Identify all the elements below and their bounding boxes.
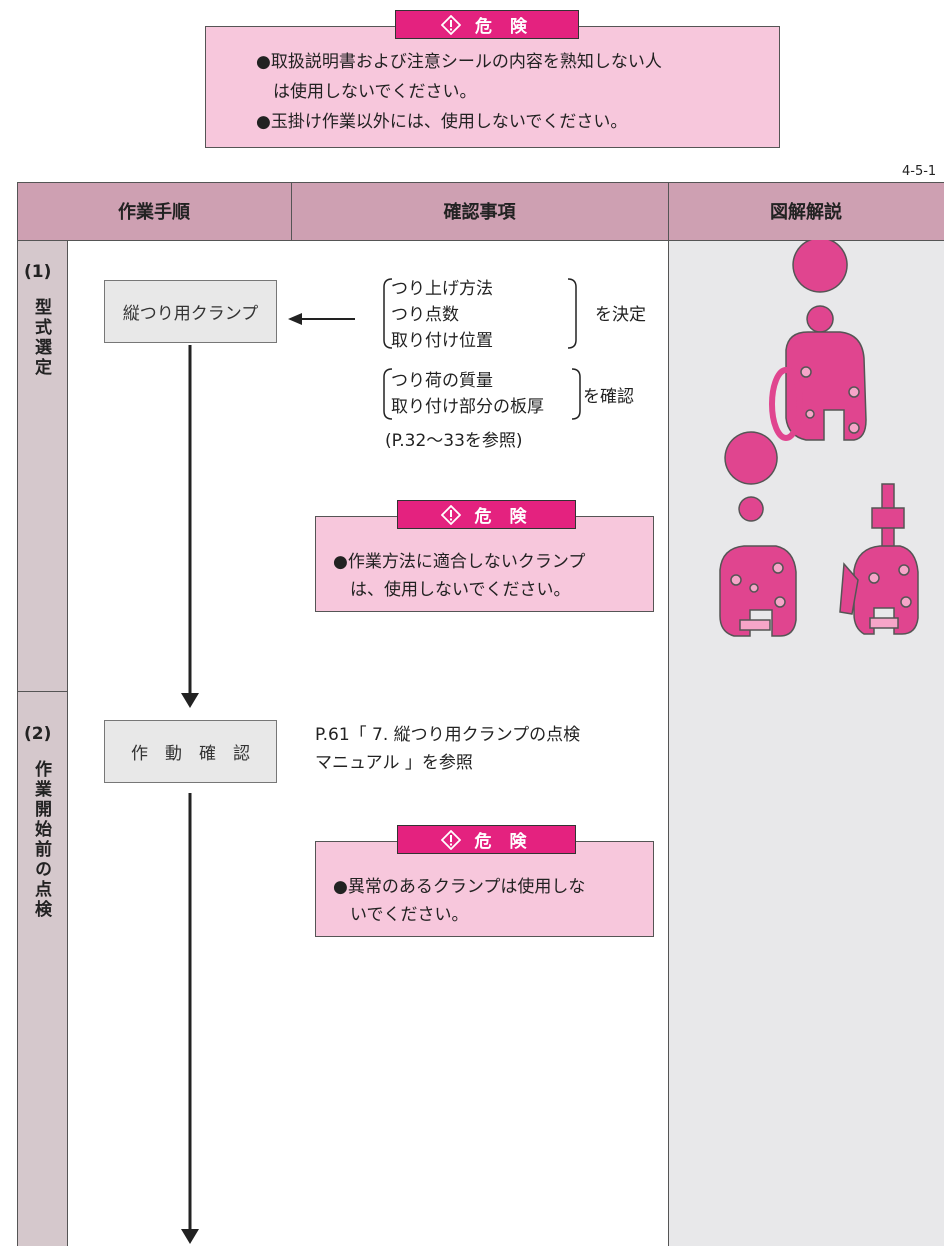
clamp-illustration-2 (719, 431, 797, 637)
step2-warning-line-2: いでください。 (333, 905, 469, 925)
step2-warning-line-1: ●異常のあるクランプは使用しな (333, 877, 586, 897)
header-procedure: 作業手順 (17, 182, 291, 240)
bracket-1-left (383, 278, 393, 349)
clamp-illustration-1 (769, 240, 867, 441)
group2-suffix: を確認 (583, 387, 634, 407)
step2-warning-badge: 危 険 (397, 825, 576, 854)
left-arrow-head (288, 313, 302, 325)
top-warning-line-1: ●取扱説明書および注意シールの内容を熟知しない人 (256, 52, 662, 72)
bracket-2-right (571, 368, 581, 420)
group1-item-3: 取り付け位置 (391, 331, 493, 351)
top-warning-badge-text: 危 険 (475, 17, 533, 37)
top-warning-box (205, 26, 780, 148)
group2-item-1: つり荷の質量 (391, 371, 493, 391)
page-number: 4-5-1 (902, 164, 937, 179)
clamp-illustrations (719, 240, 919, 637)
step1-title: 型式選定 (31, 298, 51, 378)
group1-item-1: つり上げ方法 (391, 279, 493, 299)
header-check-items: 確認事項 (291, 182, 668, 240)
group1-suffix: を決定 (595, 305, 646, 325)
step1-warning-line-1: ●作業方法に適合しないクランプ (333, 552, 586, 572)
step-divider-line (17, 691, 67, 692)
step1-warning-badge-text: 危 険 (474, 507, 533, 527)
step-column-line (67, 240, 68, 1246)
step1-warning-badge: 危 険 (397, 500, 576, 529)
down-arrow-2-head (181, 1229, 199, 1244)
header-bottom-line (17, 240, 944, 241)
down-arrow-1-head (181, 693, 199, 708)
step2-ref-line-2: マニュアル 」を参照 (315, 753, 473, 773)
clamp-illustration-3 (839, 483, 919, 635)
group2-item-2: 取り付け部分の板厚 (391, 397, 544, 417)
header-divider-1 (291, 182, 292, 240)
warning-diamond-icon (440, 829, 461, 850)
warning-diamond-icon (441, 14, 462, 35)
table-left-line (17, 182, 18, 1246)
step2-warning-box (315, 841, 654, 937)
step1-number: (1) (24, 262, 52, 282)
top-warning-badge: 危 険 (395, 10, 579, 39)
step1-reference: (P.32〜33を参照) (385, 431, 523, 451)
step2-number: (2) (24, 724, 52, 744)
top-warning-line-2: は使用しないでください。 (256, 82, 477, 102)
step2-ref-line-1: P.61「 7. 縦つり用クランプの点検 (315, 725, 581, 745)
step1-process-label: 縦つり用クランプ (122, 304, 259, 324)
step2-process-box: 作 動 確 認 (104, 720, 277, 783)
step2-warning-badge-text: 危 険 (474, 832, 533, 852)
step1-process-box: 縦つり用クランプ (104, 280, 277, 343)
group1-item-2: つり点数 (391, 305, 459, 325)
bracket-1-right (567, 278, 577, 349)
bracket-2-left (383, 368, 393, 420)
top-warning-line-3: ●玉掛け作業以外には、使用しないでください。 (256, 112, 628, 132)
step2-process-label: 作 動 確 認 (131, 744, 250, 764)
step1-warning-box (315, 516, 654, 612)
step1-warning-line-2: は、使用しないでください。 (333, 580, 571, 600)
header-illustration: 図解解説 (668, 182, 944, 240)
left-column-bg (17, 240, 67, 1246)
table-top-line (17, 182, 944, 183)
step2-title: 作業開始前の点検 (31, 760, 51, 920)
illustration-column-line (668, 182, 669, 1246)
warning-diamond-icon (440, 504, 461, 525)
